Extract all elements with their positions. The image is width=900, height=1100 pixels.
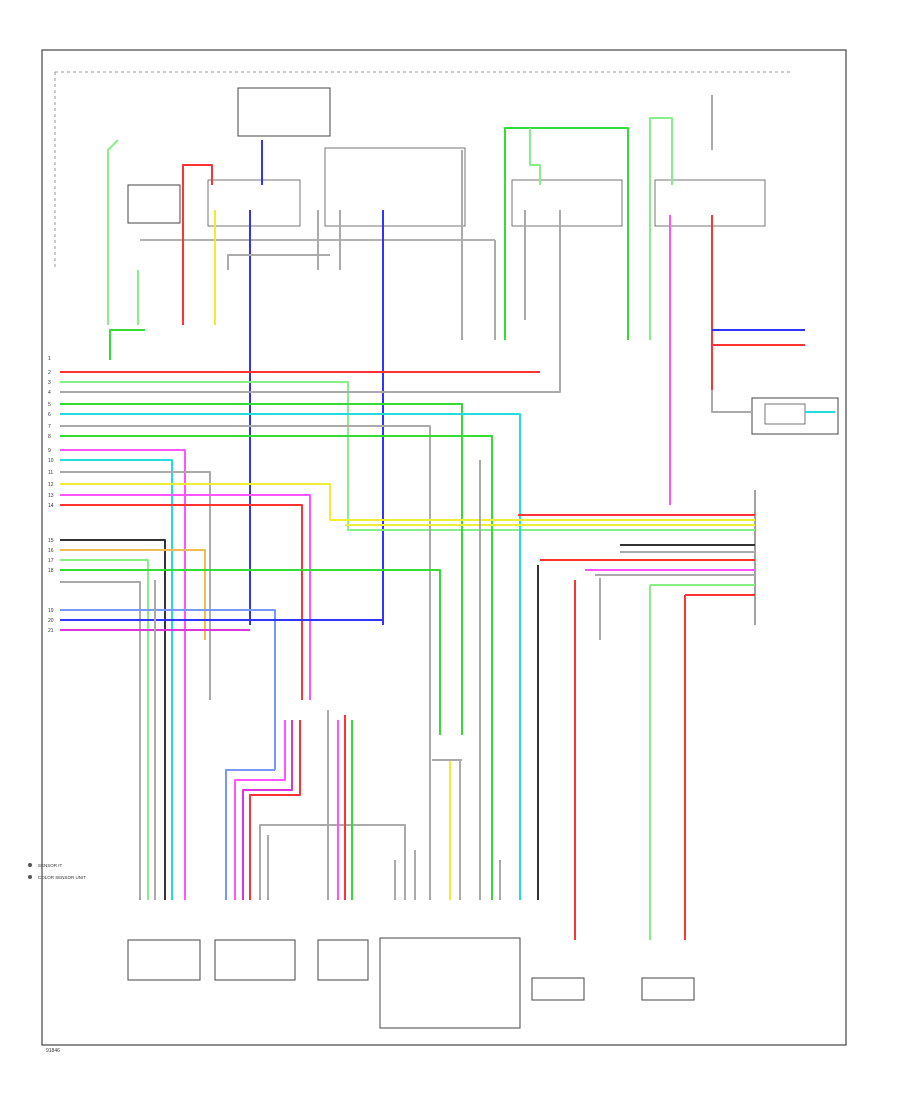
- wire-pink-61: [234, 720, 286, 900]
- pin-number: 8: [48, 434, 51, 440]
- pin-number: 3: [48, 380, 51, 386]
- wire-gray-23: [711, 390, 752, 413]
- wire-yellow-36: [60, 483, 755, 521]
- bottom-box-1: [127, 939, 201, 981]
- ac-pressure-switch: [764, 403, 806, 425]
- pin-number: 5: [48, 402, 51, 408]
- pin-number: 16: [48, 548, 54, 554]
- wire-green-29: [60, 403, 463, 735]
- relay-box-4: [654, 179, 766, 227]
- ac-pressure-box: [751, 397, 839, 435]
- bottom-box-2: [214, 939, 296, 981]
- bottom-box-4: [379, 937, 521, 1029]
- pin-number: 11: [48, 470, 53, 476]
- wire-green-13: [504, 127, 629, 340]
- wire-green-42: [60, 569, 441, 735]
- relay-box-1: [207, 179, 301, 227]
- wire-gray-7: [227, 254, 330, 270]
- wire-red-38: [60, 504, 303, 700]
- pin-number: 10: [48, 458, 54, 464]
- footer-code: 91846: [46, 1048, 60, 1054]
- pin-number: 4: [48, 390, 51, 396]
- bottom-box-5: [531, 977, 585, 1001]
- wire-light-blue-44: [60, 609, 276, 770]
- legend-item-2: COLOR SENSOR UNIT: [38, 875, 86, 880]
- pin-number: 14: [48, 503, 54, 509]
- wire-light-green-1: [107, 139, 119, 325]
- relay-box-3: [511, 179, 623, 227]
- wire-pink-33: [60, 449, 186, 900]
- wires: [60, 95, 835, 940]
- wire-gray-31: [60, 425, 431, 900]
- wire-red-3: [182, 164, 213, 325]
- pin-number: 9: [48, 448, 51, 454]
- wire-light-green-15: [649, 117, 673, 340]
- wire-gray-43: [60, 581, 141, 900]
- pin-number: 13: [48, 493, 54, 499]
- pin-number: 6: [48, 412, 51, 418]
- legend-marker-1: [28, 863, 32, 867]
- legend-item-1: SENSOR IT: [38, 863, 63, 868]
- legend-marker-2: [28, 875, 32, 879]
- wire-light-blue-64: [225, 769, 275, 900]
- wire-cyan-34: [60, 459, 173, 900]
- pin-number: 15: [48, 538, 54, 544]
- pin-number: 12: [48, 482, 54, 488]
- pin-number: 21: [48, 628, 54, 634]
- wire-green-32: [60, 435, 493, 900]
- bottom-box-6: [641, 977, 695, 1001]
- top-control-box: [237, 87, 331, 137]
- wire-gray-65: [259, 824, 406, 900]
- wire-green-25: [109, 329, 145, 360]
- wire-cyan-30: [60, 413, 521, 900]
- pin-number: 7: [48, 424, 51, 430]
- wire-red-63: [249, 720, 301, 900]
- wire-magenta-62: [242, 720, 293, 900]
- pin-number: 1: [48, 356, 51, 362]
- wire-gray-28: [60, 320, 561, 393]
- pin-number: 20: [48, 618, 54, 624]
- bottom-box-3: [317, 939, 369, 981]
- pin-number: 19: [48, 608, 54, 614]
- wire-light-green-27: [60, 381, 755, 531]
- wire-gray-35: [60, 471, 211, 700]
- relay-box-2: [324, 147, 466, 227]
- wire-black-39: [60, 539, 166, 900]
- wire-light-green-41: [60, 559, 149, 900]
- wire-pink-37: [60, 494, 311, 700]
- pin-number: 2: [48, 370, 51, 376]
- wire-orange-40: [60, 549, 206, 640]
- diagram-border: [41, 49, 847, 1046]
- pin-number: 17: [48, 558, 54, 564]
- left-relay-box: [127, 184, 181, 224]
- wire-light-green-14: [529, 128, 541, 185]
- pin-number: 18: [48, 568, 54, 574]
